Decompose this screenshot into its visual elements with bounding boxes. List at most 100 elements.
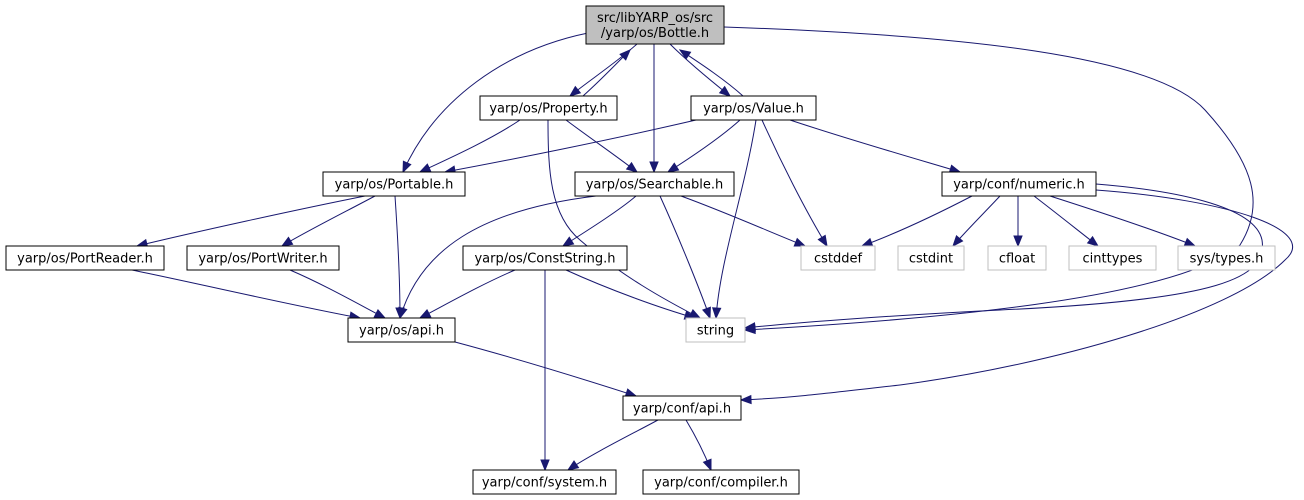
node-label: /yarp/os/Bottle.h	[601, 26, 709, 41]
node-label: yarp/os/PortReader.h	[17, 252, 153, 267]
node-box	[574, 171, 735, 197]
node-cfloat[interactable]: cfloat	[987, 245, 1047, 271]
node-label: cstdint	[909, 252, 953, 267]
node-label: yarp/os/Searchable.h	[586, 178, 724, 193]
node-box	[347, 317, 456, 343]
edge-conststring-to-system	[540, 270, 550, 472]
node-compiler[interactable]: yarp/conf/compiler.h	[642, 469, 800, 495]
edge-confapi-to-compiler	[685, 419, 712, 472]
arrowhead	[743, 322, 756, 332]
edge-bottle-to-value	[669, 43, 732, 97]
node-systypes[interactable]: sys/types.h	[1177, 245, 1276, 271]
edge-portable-to-osapi	[394, 195, 405, 320]
node-label: yarp/os/ConstString.h	[474, 252, 615, 267]
node-label: yarp/os/Value.h	[703, 102, 804, 117]
node-label: yarp/os/api.h	[359, 324, 444, 339]
node-cinttypes[interactable]: cinttypes	[1068, 245, 1157, 271]
edge-conststring-to-osapi	[418, 269, 516, 319]
node-osapi[interactable]: yarp/os/api.h	[347, 317, 456, 343]
node-value[interactable]: yarp/os/Value.h	[690, 95, 817, 121]
node-string[interactable]: string	[685, 317, 746, 343]
edge-property-to-string	[547, 119, 702, 319]
node-property[interactable]: yarp/os/Property.h	[479, 95, 618, 121]
node-box	[622, 395, 742, 421]
node-portable[interactable]: yarp/os/Portable.h	[322, 171, 466, 197]
node-cstdint[interactable]: cstdint	[897, 245, 965, 271]
edge-property-to-portable	[418, 119, 521, 173]
arrowhead	[1183, 237, 1197, 247]
node-label: yarp/conf/api.h	[633, 402, 731, 417]
edge-portwriter-to-osapi	[289, 269, 387, 319]
arrowhead	[418, 308, 432, 319]
edge-bottle-to-property	[568, 43, 638, 97]
arrowhead	[739, 394, 752, 405]
node-label: yarp/conf/compiler.h	[654, 476, 788, 491]
node-box	[690, 95, 817, 121]
node-searchable[interactable]: yarp/os/Searchable.h	[574, 171, 735, 197]
arrowhead	[402, 160, 412, 174]
edge-numeric-to-cinttypes	[1033, 195, 1100, 247]
node-box	[462, 245, 628, 271]
edge-confapi-to-system	[566, 419, 659, 471]
edge-bottle-to-searchable	[649, 44, 659, 174]
arrowhead	[952, 234, 964, 248]
node-box	[585, 5, 725, 45]
node-portwriter[interactable]: yarp/os/PortWriter.h	[186, 245, 340, 271]
edge-value-to-cstddef	[761, 119, 828, 248]
node-box	[186, 245, 340, 271]
arrowhead	[666, 162, 680, 173]
edge-numeric-to-cfloat	[1013, 196, 1023, 248]
edge-searchable-to-osapi	[398, 195, 597, 320]
arrowhead	[619, 49, 631, 61]
edge-searchable-to-cstddef	[680, 195, 807, 247]
edge-numeric-to-cstdint	[952, 195, 1001, 248]
node-box	[642, 469, 800, 495]
edge-property-to-bottle	[582, 49, 631, 97]
edge-value-to-portable	[443, 119, 697, 175]
arrowhead	[702, 306, 711, 320]
arrowhead	[711, 307, 722, 320]
arrowhead	[1086, 235, 1100, 247]
node-system[interactable]: yarp/conf/system.h	[472, 469, 617, 495]
arrowhead	[1013, 235, 1023, 248]
edge-portreader-to-osapi	[131, 269, 362, 321]
node-box	[800, 245, 876, 271]
edge-searchable-to-conststring	[561, 195, 637, 247]
node-conststring[interactable]: yarp/os/ConstString.h	[462, 245, 628, 271]
node-label: cstddef	[814, 252, 863, 267]
arrowhead	[373, 308, 387, 319]
edge-numeric-to-confapi	[739, 189, 1293, 405]
arrowhead	[678, 49, 692, 60]
arrowhead	[540, 459, 550, 472]
node-portreader[interactable]: yarp/os/PortReader.h	[5, 245, 165, 271]
edge-property-to-searchable	[565, 119, 639, 173]
arrowhead	[793, 237, 807, 247]
edges-layer	[131, 26, 1293, 472]
node-label: yarp/os/Portable.h	[335, 178, 454, 193]
node-confapi[interactable]: yarp/conf/api.h	[622, 395, 742, 421]
node-label: yarp/conf/system.h	[482, 476, 607, 491]
node-box	[941, 171, 1097, 197]
node-box	[987, 245, 1047, 271]
arrowhead	[280, 236, 294, 247]
edge-searchable-to-string	[659, 195, 711, 320]
node-bottle[interactable]: src/libYARP_os/src/yarp/os/Bottle.h	[585, 5, 725, 45]
node-label: cinttypes	[1083, 252, 1143, 267]
node-cstddef[interactable]: cstddef	[800, 245, 876, 271]
node-box	[479, 95, 618, 121]
edge-value-to-bottle	[678, 49, 744, 97]
arrowhead	[817, 234, 828, 248]
arrowhead	[398, 306, 408, 320]
node-box	[472, 469, 617, 495]
edge-value-to-searchable	[666, 119, 741, 173]
arrowhead	[702, 458, 712, 472]
edge-conststring-to-string	[565, 269, 697, 320]
node-numeric[interactable]: yarp/conf/numeric.h	[941, 171, 1097, 197]
node-label: sys/types.h	[1190, 252, 1264, 267]
edge-value-to-string	[711, 119, 757, 320]
node-box	[685, 317, 746, 343]
node-box	[322, 171, 466, 197]
node-label: yarp/conf/numeric.h	[953, 178, 1085, 193]
node-label: cfloat	[999, 252, 1035, 267]
